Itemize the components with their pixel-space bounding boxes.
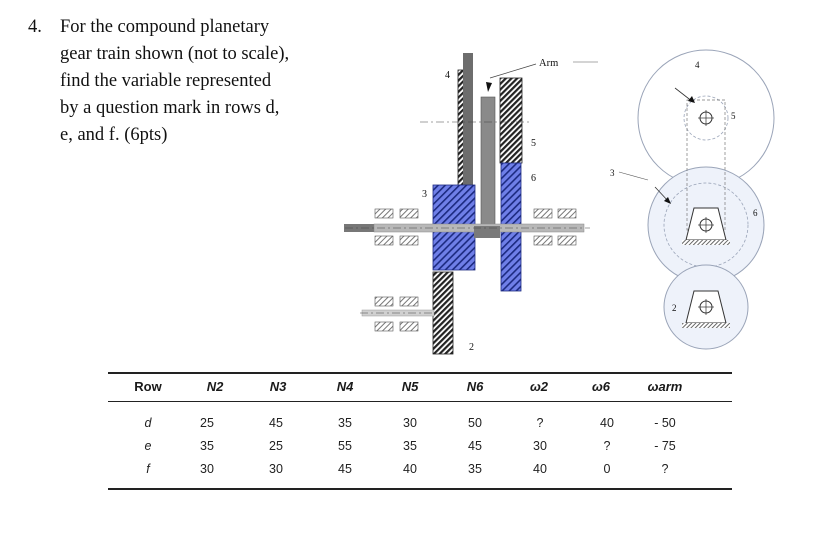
table-cell: 50 bbox=[468, 416, 482, 430]
table-cell: 45 bbox=[338, 462, 352, 476]
data-table: Row N2 N3 N4 N5 N6 ω2 ω6 ωarm d 25 45 35… bbox=[108, 370, 732, 490]
header-w6: ω6 bbox=[591, 379, 611, 394]
table-cell: 55 bbox=[338, 439, 352, 453]
leader-3 bbox=[618, 171, 649, 181]
table-cell: 30 bbox=[403, 416, 417, 430]
arrow-head bbox=[664, 197, 671, 204]
problem-number: 4. bbox=[28, 17, 42, 37]
header-w2: ω2 bbox=[529, 379, 549, 394]
output-shaft bbox=[474, 226, 500, 238]
problem-line: e, and f. (6pts) bbox=[60, 125, 168, 145]
bearing bbox=[399, 321, 419, 332]
table-cell: 30 bbox=[200, 462, 214, 476]
table-cell: 40 bbox=[600, 416, 614, 430]
bearing bbox=[533, 235, 553, 246]
ring-gear-4-web bbox=[463, 53, 473, 233]
table-cell: 40 bbox=[403, 462, 417, 476]
bearing bbox=[399, 208, 419, 219]
table-cell: 45 bbox=[269, 416, 283, 430]
table-cell: 25 bbox=[200, 416, 214, 430]
row-label: d bbox=[144, 416, 152, 430]
label-arm: Arm bbox=[539, 58, 558, 69]
header-n5: N5 bbox=[401, 379, 419, 394]
label-end-2: 2 bbox=[672, 303, 677, 313]
problem-line: by a question mark in rows d, bbox=[60, 98, 280, 118]
label-end-5: 5 bbox=[731, 111, 736, 121]
header-n4: N4 bbox=[336, 379, 354, 394]
label-gear-6: 6 bbox=[531, 173, 536, 184]
header-n3: N3 bbox=[269, 379, 287, 394]
header-n6: N6 bbox=[466, 379, 484, 394]
end-view: 4 5 3 6 2 bbox=[610, 49, 775, 350]
table-cell: 30 bbox=[269, 462, 283, 476]
bearing bbox=[399, 296, 419, 307]
arm-leader bbox=[489, 63, 537, 79]
table-top-rule bbox=[108, 372, 732, 374]
ring-gear-4-top-right bbox=[499, 77, 523, 164]
arm-link bbox=[480, 96, 496, 238]
label-gear-4: 4 bbox=[445, 70, 450, 81]
bearing bbox=[374, 296, 394, 307]
table-header-rule bbox=[108, 401, 732, 402]
table-cell: 35 bbox=[468, 462, 482, 476]
table-cell: ? bbox=[536, 416, 544, 430]
table-bottom-rule bbox=[108, 488, 732, 490]
section-view: 4 3 Arm 5 6 2 bbox=[344, 53, 590, 355]
table-cell: 35 bbox=[338, 416, 352, 430]
ground-base bbox=[682, 323, 730, 328]
table-cell: - 75 bbox=[654, 439, 676, 453]
arrow-head bbox=[688, 96, 695, 103]
table-cell: ? bbox=[603, 439, 611, 453]
row-label: f bbox=[146, 462, 150, 476]
header-warm: ωarm bbox=[647, 379, 683, 394]
table-cell: 30 bbox=[533, 439, 547, 453]
problem-line: gear train shown (not to scale), bbox=[60, 44, 290, 64]
ground-base bbox=[682, 240, 730, 245]
bearing bbox=[374, 208, 394, 219]
header-n2: N2 bbox=[206, 379, 224, 394]
table-cell: 25 bbox=[269, 439, 283, 453]
label-end-3: 3 bbox=[610, 168, 615, 178]
table-cell: - 50 bbox=[654, 416, 676, 430]
bearing bbox=[399, 235, 419, 246]
label-gear-5: 5 bbox=[531, 138, 536, 149]
bearing bbox=[374, 321, 394, 332]
table-cell: 40 bbox=[533, 462, 547, 476]
problem-line: find the variable represented bbox=[60, 71, 272, 91]
table-cell: 0 bbox=[603, 462, 611, 476]
bearing bbox=[557, 208, 577, 219]
table-cell: 45 bbox=[468, 439, 482, 453]
table-cell: ? bbox=[661, 462, 669, 476]
label-end-4: 4 bbox=[695, 60, 700, 70]
row-label: e bbox=[144, 439, 152, 453]
arrow-head bbox=[486, 82, 492, 92]
bearing bbox=[374, 235, 394, 246]
bearing bbox=[557, 235, 577, 246]
table-cell: 35 bbox=[403, 439, 417, 453]
header-row: Row bbox=[134, 379, 162, 394]
table-cell: 35 bbox=[200, 439, 214, 453]
bearing bbox=[533, 208, 553, 219]
problem-line: For the compound planetary bbox=[60, 17, 270, 37]
problem-text: For the compound planetary gear train sh… bbox=[60, 14, 289, 149]
label-gear-2: 2 bbox=[469, 342, 474, 353]
label-end-6: 6 bbox=[753, 208, 758, 218]
label-gear-3: 3 bbox=[422, 189, 427, 200]
input-shaft bbox=[344, 224, 374, 232]
